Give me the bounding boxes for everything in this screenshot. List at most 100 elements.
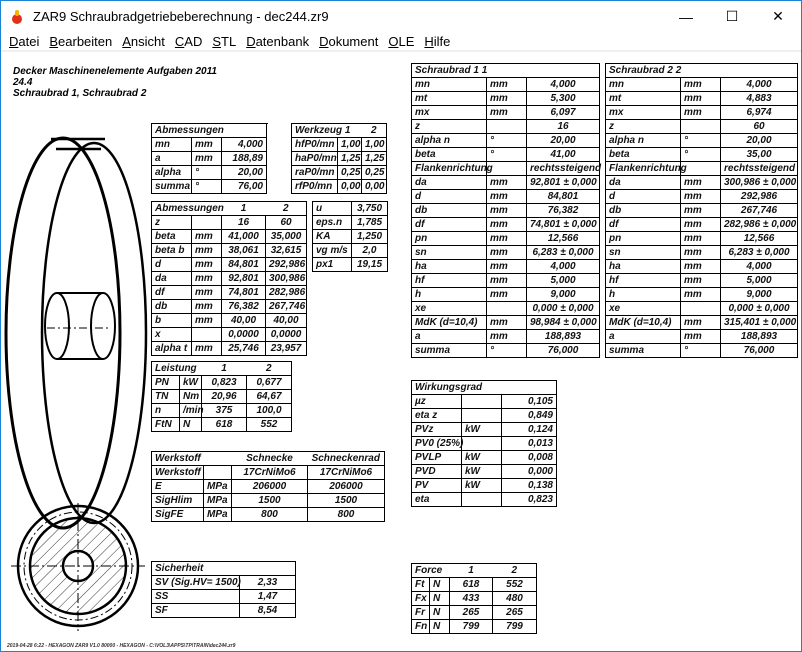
row-label: MdK (d=10,4) [411, 315, 487, 330]
header-cell: 2 [246, 361, 292, 376]
menu-bearbeiten[interactable]: Bearbeiten [49, 33, 113, 49]
cell-value: 3,750 [351, 201, 388, 216]
row-label: eps.n [312, 215, 352, 230]
row-label: mx [411, 105, 487, 120]
worm-section-drawing [11, 503, 145, 631]
header-cell [239, 561, 296, 576]
cell-value: 38,061 [221, 243, 266, 258]
menu-stl[interactable]: STL [212, 33, 237, 49]
table-row: summa°76,000 [605, 343, 798, 358]
cell-value: 265 [492, 605, 537, 620]
cell-value: mm [486, 231, 527, 246]
cell-value: 1500 [307, 493, 385, 508]
cell-value: 41,000 [221, 229, 266, 244]
row-label: Fx [411, 591, 430, 606]
cell-value: mm [191, 313, 222, 328]
menu-ansicht[interactable]: Ansicht [122, 33, 165, 49]
menu-datei[interactable]: Datei [9, 33, 40, 49]
row-label: PVz [411, 422, 462, 437]
cell-value: mm [680, 315, 721, 330]
cell-value: 60 [265, 215, 307, 230]
row-label: Fn [411, 619, 430, 634]
cell-value: 0,25 [361, 165, 387, 180]
cell-value: ° [680, 147, 721, 162]
row-label: sn [411, 245, 487, 260]
row-label: summa [151, 179, 192, 194]
menu-datenbank[interactable]: Datenbank [246, 33, 310, 49]
cell-value: 0,849 [501, 408, 557, 423]
cell-value: 0,823 [201, 375, 247, 390]
row-label: haP0/mn [291, 151, 338, 166]
cell-value: 5,000 [720, 273, 798, 288]
header-cell: 1 [449, 563, 493, 578]
row-label: df [151, 285, 192, 300]
cell-value: mm [486, 189, 527, 204]
cell-value: 0,25 [337, 165, 362, 180]
row-label: KA [312, 229, 352, 244]
row-label: PVD [411, 464, 462, 479]
menu-ole[interactable]: OLE [388, 33, 415, 49]
row-label: db [411, 203, 487, 218]
cell-value: 64,67 [246, 389, 292, 404]
cell-value: mm [191, 341, 222, 356]
cell-value: 6,283 ± 0,000 [526, 245, 600, 260]
maximize-button[interactable]: ☐ [725, 8, 739, 24]
minimize-button[interactable]: — [679, 8, 693, 25]
cell-value: mm [191, 257, 222, 272]
cell-value: 4,883 [720, 91, 798, 106]
row-label: z [411, 119, 487, 134]
cell-value: 40,00 [265, 313, 307, 328]
cell-value: ° [486, 147, 527, 162]
cell-value: mm [191, 229, 222, 244]
menu-hilfe[interactable]: Hilfe [424, 33, 451, 49]
window-title: ZAR9 Schraubradgetriebeberechnung - dec2… [33, 9, 329, 24]
cell-value: mm [486, 217, 527, 232]
cell-value: mm [486, 245, 527, 260]
cell-value: 618 [201, 417, 247, 432]
close-button[interactable]: ✕ [772, 8, 784, 24]
cell-value: /min [179, 403, 204, 418]
cell-value: 1,25 [337, 151, 362, 166]
menu-dokument[interactable]: Dokument [319, 33, 379, 49]
cell-value: kW [461, 464, 502, 479]
header-cell [203, 451, 232, 466]
table-row: SV (Sig.HV= 1500)2,33 [151, 575, 296, 590]
row-label: db [151, 299, 192, 314]
row-label: alpha t [151, 341, 192, 356]
cell-value: 4,000 [221, 137, 267, 152]
cell-value: 265 [449, 605, 493, 620]
cell-value: 4,000 [526, 77, 600, 92]
cell-value: 74,801 ± 0,000 [526, 217, 600, 232]
cell-value: 9,000 [526, 287, 600, 302]
cell-value: 92,801 [221, 271, 266, 286]
cell-value: ° [191, 165, 222, 180]
table-row: summa°76,000 [411, 343, 600, 358]
row-label: a [151, 151, 192, 166]
row-label: db [605, 203, 681, 218]
cell-value: 76,000 [720, 343, 798, 358]
row-label: summa [411, 343, 487, 358]
cell-value: 206000 [231, 479, 308, 494]
cell-value: mm [486, 105, 527, 120]
menu-cad[interactable]: CAD [174, 33, 203, 49]
